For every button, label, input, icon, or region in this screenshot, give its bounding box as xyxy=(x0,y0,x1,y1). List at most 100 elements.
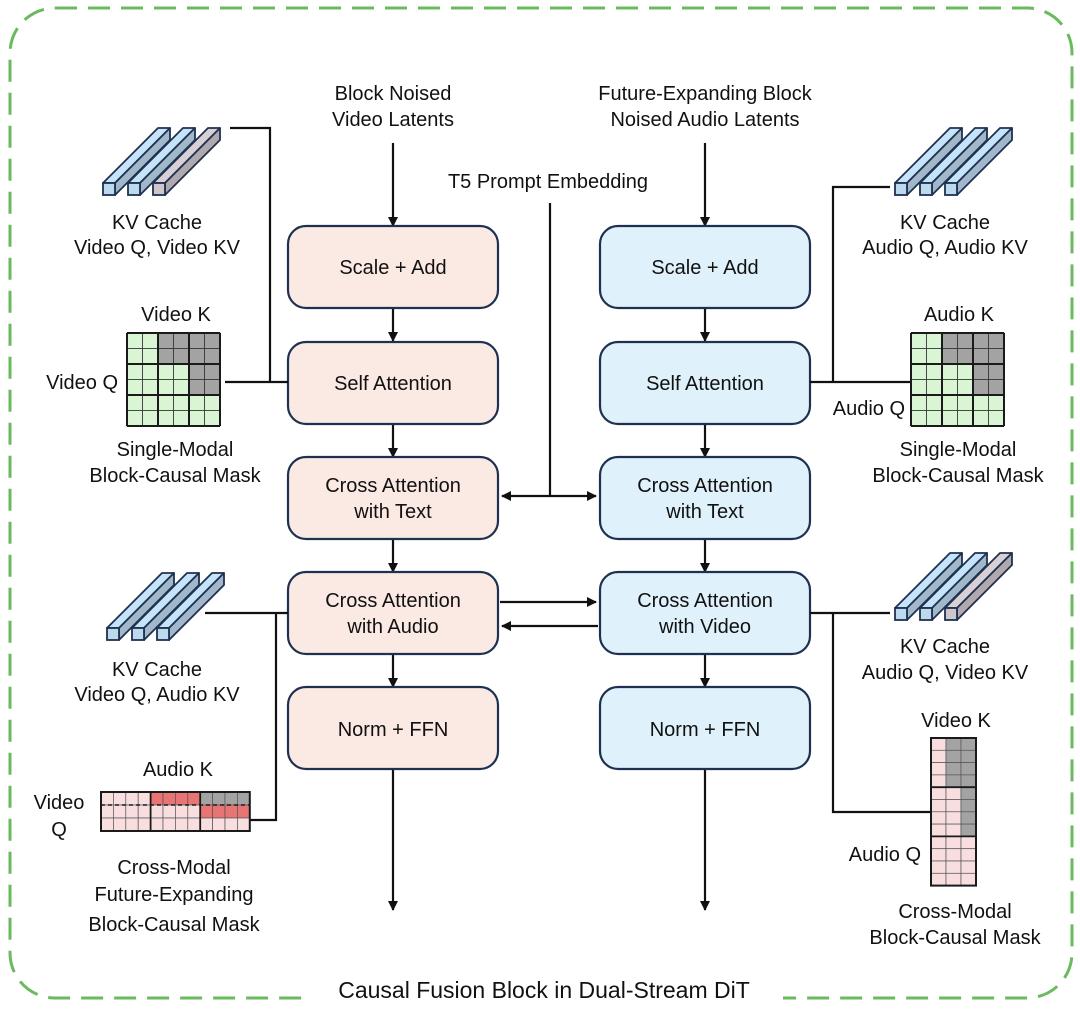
mask-cell xyxy=(126,363,143,380)
mask-caption-right-bottom-1: Cross-Modal xyxy=(898,901,1011,923)
mask-cell xyxy=(930,860,947,874)
outer-dashed-frame xyxy=(8,6,1074,1000)
mask-cell xyxy=(142,363,159,380)
cache-bar-face xyxy=(894,182,908,196)
mask-cell xyxy=(204,379,221,396)
mask-k-label-left-top: Video K xyxy=(141,304,211,326)
mask-cell xyxy=(199,791,213,806)
mask-cell xyxy=(204,332,221,349)
mask-cell xyxy=(945,848,962,862)
audio-cross-text-box xyxy=(598,455,812,541)
mask-border xyxy=(100,791,251,832)
mask-cell xyxy=(945,811,962,825)
mask-caption-left-top-1: Single-Modal xyxy=(117,439,234,461)
mask-q-label-left-bottom-1: Video xyxy=(34,792,85,814)
audio-cross-video-label-1: Cross Attention xyxy=(637,590,773,612)
mask-cell xyxy=(930,799,947,813)
mask-cell xyxy=(926,394,943,411)
mask-cell xyxy=(157,348,174,365)
mask-cell xyxy=(173,332,190,349)
mask-cell xyxy=(188,394,205,411)
cache-bar xyxy=(944,552,1013,621)
video-self-attention-label: Self Attention xyxy=(334,373,452,395)
mask-cell xyxy=(988,379,1005,396)
mask-cell xyxy=(173,379,190,396)
kv-cache-title-left-bottom: KV Cache xyxy=(112,659,202,681)
mask-cell xyxy=(930,774,947,788)
mask-cell xyxy=(204,410,221,427)
mask-cell xyxy=(175,791,189,806)
mask-cell xyxy=(173,363,190,380)
cache-bar xyxy=(919,552,988,621)
mask-cell xyxy=(960,749,977,763)
mask-cell xyxy=(126,348,143,365)
mask-cell xyxy=(930,848,947,862)
mask-cell xyxy=(972,332,989,349)
cache-bar xyxy=(156,572,225,641)
video-scale-add-box xyxy=(286,224,500,310)
stream-arrows xyxy=(388,143,710,911)
mask-cell xyxy=(957,363,974,380)
kv-cache-title-right-top: KV Cache xyxy=(900,212,990,234)
mask-cell xyxy=(173,348,190,365)
mask-cell xyxy=(142,332,159,349)
mask-cell xyxy=(150,817,164,832)
left-bottom-panel: KV Cache Video Q, Audio KV Audio K Video… xyxy=(34,572,261,936)
mask-cell xyxy=(930,811,947,825)
t5-prompt-label: T5 Prompt Embedding xyxy=(448,171,648,193)
mask-cell xyxy=(188,410,205,427)
single-modal-mask-audio xyxy=(910,332,1005,427)
mask-cell xyxy=(941,410,958,427)
mask-cell xyxy=(957,379,974,396)
mask-cell xyxy=(113,804,127,819)
cache-bar xyxy=(944,127,1013,196)
mask-cell xyxy=(910,332,927,349)
cache-bar-face xyxy=(919,607,933,621)
mask-cell xyxy=(157,379,174,396)
mask-cell xyxy=(988,410,1005,427)
mask-cell xyxy=(137,804,151,819)
cache-bar-face xyxy=(152,182,166,196)
mask-cell xyxy=(941,379,958,396)
mask-cell xyxy=(972,363,989,380)
mask-cell xyxy=(957,348,974,365)
left-top-panel: KV Cache Video Q, Video KV Video K Video… xyxy=(46,127,262,487)
mask-cell xyxy=(941,348,958,365)
mask-cell xyxy=(910,363,927,380)
cache-bar-face xyxy=(944,607,958,621)
mask-cell xyxy=(199,817,213,832)
mask-cell xyxy=(187,817,201,832)
mask-cell xyxy=(188,363,205,380)
mask-q-label-right-top: Audio Q xyxy=(833,398,905,420)
mask-cell xyxy=(957,332,974,349)
mask-caption-left-bottom-3: Block-Causal Mask xyxy=(88,914,260,936)
cache-bar xyxy=(919,127,988,196)
mask-cell xyxy=(157,332,174,349)
mask-cell xyxy=(960,799,977,813)
mask-cell xyxy=(113,791,127,806)
mask-cell xyxy=(142,394,159,411)
mask-cell xyxy=(204,394,221,411)
cache-bar-face xyxy=(156,627,170,641)
mask-cell xyxy=(960,774,977,788)
cross-modal-block-causal-mask xyxy=(930,737,977,887)
mask-cell xyxy=(150,804,164,819)
video-cross-audio-box xyxy=(286,570,500,656)
mask-cell xyxy=(126,394,143,411)
mask-cell xyxy=(945,860,962,874)
mask-caption-left-bottom-2: Future-Expanding xyxy=(95,884,254,906)
mask-cell xyxy=(187,804,201,819)
cache-bar-face xyxy=(131,627,145,641)
mask-cell xyxy=(930,786,947,800)
mask-cell xyxy=(157,363,174,380)
mask-cell xyxy=(188,332,205,349)
right-bottom-panel: KV Cache Audio Q, Video KV Video K Audio… xyxy=(849,552,1042,949)
audio-norm-ffn-box xyxy=(598,685,812,771)
audio-norm-ffn-label: Norm + FFN xyxy=(650,719,761,741)
mask-caption-right-top-2: Block-Causal Mask xyxy=(872,465,1044,487)
mask-cell xyxy=(910,348,927,365)
mask-cell xyxy=(960,848,977,862)
kv-cache-icon-video-video xyxy=(102,127,221,196)
audio-cross-text-label-1: Cross Attention xyxy=(637,475,773,497)
mask-cell xyxy=(941,394,958,411)
